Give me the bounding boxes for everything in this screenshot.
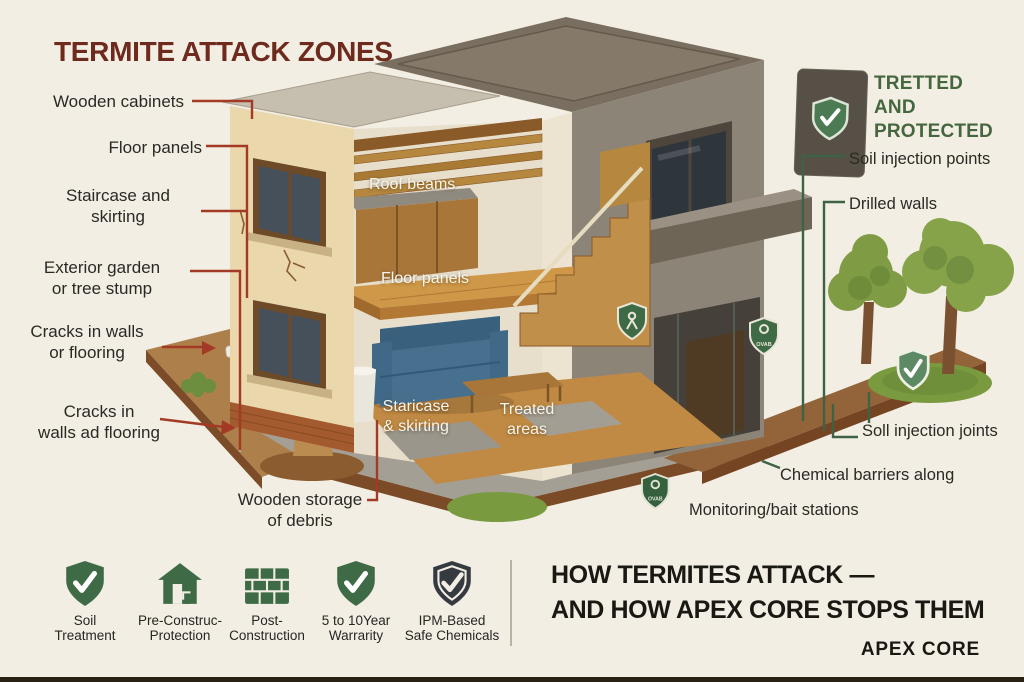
label-cracks-walls-flooring: Cracks in walls or flooring <box>14 322 160 363</box>
label-line: of debris <box>267 510 333 530</box>
label-chemical-barriers: Chemical barriers along <box>780 465 954 485</box>
feature-post-construction: Post- Construction <box>216 560 318 644</box>
label-roof-beams: Roof beams <box>369 175 455 195</box>
tree-left <box>828 234 907 364</box>
feature-label-line: Construction <box>229 628 305 644</box>
label-floor-panels-interior: Floor panels <box>381 269 469 289</box>
label-wooden-storage: Wooden storage of debris <box>234 490 366 531</box>
label-line: Roof beams <box>369 176 456 193</box>
feature-label-line: Protection <box>149 628 211 644</box>
label-line: areas <box>506 420 548 438</box>
leader-lines-green <box>761 154 871 470</box>
brand-name: APEX CORE <box>860 639 980 660</box>
shield-outline-icon <box>433 561 471 606</box>
label-line: Exterior garden <box>43 258 161 277</box>
feature-label-line: Soil <box>73 613 97 628</box>
label-line: skirting <box>91 206 145 226</box>
label-line: walls ad flooring <box>38 422 160 442</box>
label-floor-panels: Floor panels <box>24 138 202 159</box>
feature-label: Post- Construction <box>216 613 318 644</box>
badge-glyph-text: OVAB <box>756 342 772 348</box>
label-line: or flooring <box>49 342 125 362</box>
feature-soil-treatment: Soil Treatment <box>38 560 132 644</box>
label-line: Chemical barriers along <box>780 466 955 484</box>
label-staircase-skirting: Staircase and skirting <box>40 186 196 227</box>
feature-label-line: Warrarity <box>328 628 384 644</box>
label-line: Cracks in walls <box>30 322 144 341</box>
label-line: Treated <box>499 401 555 418</box>
label-line: Soil injection points <box>849 150 991 168</box>
badge-title-line: AND PROTECTED <box>874 97 993 142</box>
feature-label-line: Pre-Construc- <box>137 613 223 628</box>
label-line: Staircase and <box>66 186 170 205</box>
feature-label-line: 5 to 10Year <box>321 613 391 628</box>
leader-lines-red <box>159 99 379 502</box>
brick-wall-icon <box>245 568 289 604</box>
shield-check-icon <box>66 561 104 606</box>
shield-badge: OVAB <box>641 472 670 510</box>
shield-badge <box>617 301 647 341</box>
label-line: Wooden cabinets <box>52 92 184 111</box>
label-monitoring-bait-stations: Monitoring/bait stations <box>689 500 859 520</box>
left-building-facade <box>221 71 501 453</box>
feature-label: Pre-Construc- Protection <box>132 613 228 644</box>
treated-card <box>793 68 869 178</box>
footer-divider <box>510 560 512 646</box>
shield-check-icon <box>811 96 849 141</box>
label-exterior-garden: Exterior garden or tree stump <box>18 258 186 299</box>
label-line: Floor panels <box>108 138 202 157</box>
label-treated-areas: Treated areas <box>484 400 570 439</box>
feature-ipm-chemicals: IPM-Based Safe Chemicals <box>396 560 508 644</box>
shield-badge: OVAB <box>749 316 779 356</box>
badge-glyph-text: OVAB <box>648 497 663 503</box>
shield-badge <box>896 348 930 391</box>
feature-label: Soil Treatment <box>38 613 132 644</box>
feature-warranty: 5 to 10Year Warrarity <box>307 560 405 644</box>
shield-check-icon <box>337 561 375 606</box>
badge-title-line: TRETTED <box>874 73 964 94</box>
label-line: Floor panels <box>381 270 470 287</box>
house-icon <box>158 563 202 604</box>
feature-label: IPM-Based Safe Chemicals <box>396 613 508 644</box>
label-line: Drilled walls <box>849 195 938 213</box>
feature-pre-construction: Pre-Construc- Protection <box>132 560 228 644</box>
feature-label-line: Post- <box>251 613 283 628</box>
tree-right <box>902 218 1014 374</box>
label-soil-injection-joints: Soll injection joints <box>862 421 998 441</box>
feature-label-line: IPM-Based <box>418 613 486 628</box>
page-title: TERMITE ATTACK ZONES <box>54 36 393 67</box>
label-soil-injection-points: Soil injection points <box>849 149 990 169</box>
feature-label-line: Safe Chemicals <box>404 628 500 644</box>
label-cracks-walls-flooring-2: Cracks in walls ad flooring <box>22 402 176 443</box>
feature-label-line: Treatment <box>54 628 116 644</box>
headline-line: HOW TERMITES ATTACK — <box>551 561 875 589</box>
label-line: Cracks in <box>63 402 135 421</box>
label-staircase-interior: Staricase & skirting <box>360 397 472 436</box>
footer-headline: HOW TERMITES ATTACK — AND HOW APEX CORE … <box>551 558 985 628</box>
label-line: or tree stump <box>51 278 153 298</box>
label-line: Wooden storage <box>237 490 363 509</box>
label-line: Monitoring/bait stations <box>689 501 859 519</box>
label-drilled-walls: Drilled walls <box>849 194 937 214</box>
treated-protected-title: TRETTED AND PROTECTED <box>874 72 1024 144</box>
cutaway-interior <box>338 118 724 484</box>
label-line: Staricase <box>382 398 450 415</box>
garden-plant <box>181 372 216 397</box>
label-wooden-cabinets: Wooden cabinets <box>24 92 184 113</box>
headline-line: AND HOW APEX CORE STOPS THEM <box>551 596 985 624</box>
bottom-bar <box>0 677 1024 682</box>
label-line: & skirting <box>383 417 449 435</box>
label-line: Soll injection joints <box>862 422 998 440</box>
feature-label: 5 to 10Year Warrarity <box>307 613 405 644</box>
